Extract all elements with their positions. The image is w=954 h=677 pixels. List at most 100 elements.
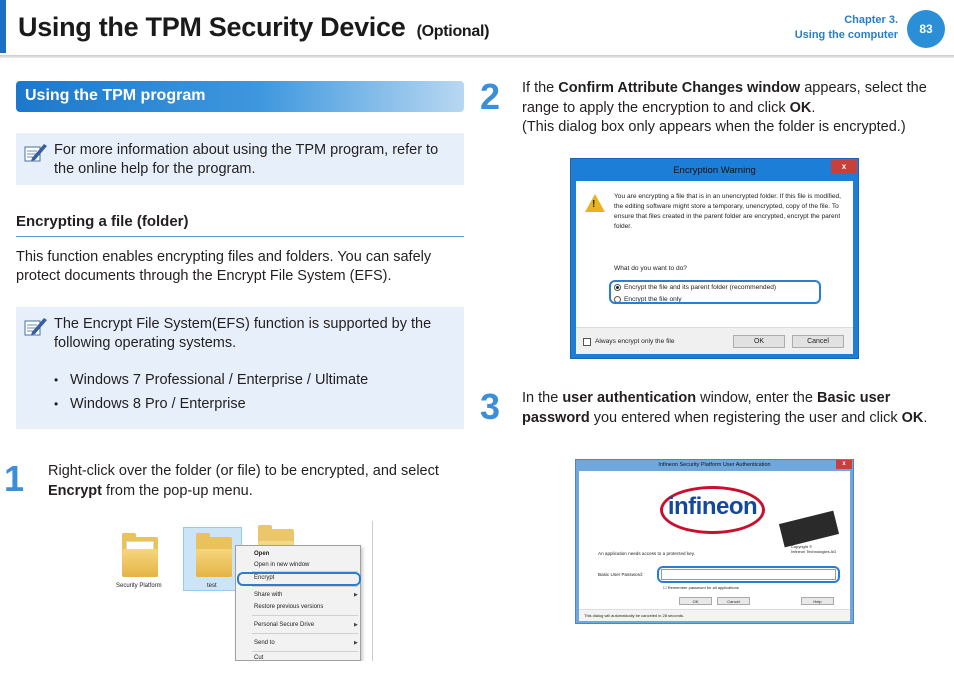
step2-note: (This dialog box only appears when the f… bbox=[522, 119, 906, 135]
copyright-text: Copyright © bbox=[791, 544, 813, 549]
menu-item-cut[interactable]: Cut bbox=[254, 655, 264, 661]
help-button[interactable]: Help bbox=[801, 597, 834, 605]
dialog-title: Encryption Warning bbox=[673, 165, 756, 176]
step1-text-a: Right-click over the folder (or file) to… bbox=[48, 463, 439, 479]
menu-item-open-new-window[interactable]: Open in new window bbox=[254, 562, 310, 568]
auth-dialog-footer: This dialog will automatically be cancel… bbox=[579, 609, 850, 621]
always-encrypt-label: Always encrypt only the file bbox=[595, 338, 675, 345]
warning-exclamation: ! bbox=[592, 199, 596, 210]
step-text-3: In the user authentication window, enter… bbox=[522, 389, 942, 428]
dialog-question: What do you want to do? bbox=[614, 265, 687, 272]
note-box-efs-support: The Encrypt File System(EFS) function is… bbox=[16, 307, 464, 429]
step3-text-b: window, enter the bbox=[696, 390, 817, 406]
radio-label-encrypt-file-only: Encrypt the file only bbox=[624, 296, 682, 303]
step2-text-a: If the bbox=[522, 80, 559, 96]
remember-password-checkbox[interactable]: ☐ Remember password for all applications bbox=[663, 585, 739, 590]
auth-message: An application needs access to a protect… bbox=[598, 551, 695, 556]
screenshot-context-menu: Security Platform test Open Open in new … bbox=[110, 521, 373, 661]
page-number-badge: 83 bbox=[907, 10, 945, 48]
chapter-label: Chapter 3. Using the computer bbox=[795, 13, 898, 43]
folder-icon bbox=[122, 533, 158, 577]
cancel-button[interactable]: Cancel bbox=[792, 335, 844, 348]
ok-button[interactable]: OK bbox=[733, 335, 785, 348]
subheading-encrypting-file: Encrypting a file (folder) bbox=[16, 213, 189, 230]
menu-separator bbox=[252, 571, 358, 572]
step-number-2: 2 bbox=[480, 76, 501, 117]
header-accent-bar bbox=[0, 0, 6, 53]
auth-dialog-body: infineon Copyright ©Infineon Technologie… bbox=[579, 471, 850, 621]
note-pen-icon bbox=[24, 144, 47, 162]
step2-bold-window: Confirm Attribute Changes window bbox=[558, 80, 801, 96]
close-icon[interactable]: x bbox=[831, 160, 857, 174]
company-name: Infineon Technologies AG bbox=[791, 549, 837, 554]
subheading-underline bbox=[16, 236, 464, 237]
step2-text-b: appears, select the range to apply the e… bbox=[522, 80, 927, 116]
menu-item-share-with[interactable]: Share with bbox=[254, 592, 283, 598]
menu-separator bbox=[252, 651, 358, 652]
step3-text-a: In the bbox=[522, 390, 563, 406]
folder-label-test: test bbox=[207, 583, 217, 589]
section-title-bar: Using the TPM program bbox=[16, 81, 464, 112]
copyright-block: Copyright ©Infineon Technologies AG bbox=[791, 544, 836, 554]
note-box-online-help: For more information about using the TPM… bbox=[16, 133, 464, 185]
os-list-item: Windows 8 Pro / Enterprise bbox=[54, 392, 368, 416]
cancel-button[interactable]: Cancel bbox=[717, 597, 750, 605]
dialog-footer: Always encrypt only the file OK Cancel bbox=[576, 327, 853, 354]
warning-icon bbox=[585, 194, 605, 212]
step-text-1: Right-click over the folder (or file) to… bbox=[48, 462, 464, 501]
password-input[interactable] bbox=[661, 569, 836, 580]
options-highlight-oval bbox=[609, 280, 821, 304]
menu-separator bbox=[252, 633, 358, 634]
menu-separator bbox=[252, 586, 358, 587]
password-label: Basic User Password: bbox=[598, 572, 643, 577]
step-number-1: 1 bbox=[4, 458, 25, 499]
note-pen-icon bbox=[24, 318, 47, 336]
step3-bold-user-auth: user authentication bbox=[562, 390, 697, 406]
page-title-text: Using the TPM Security Device bbox=[18, 12, 406, 42]
dialog-message: You are encrypting a file that is in an … bbox=[614, 193, 842, 230]
note-text-efs-support: The Encrypt File System(EFS) function is… bbox=[54, 316, 432, 351]
step-number-3: 3 bbox=[480, 386, 501, 427]
context-menu: Open Open in new window Encrypt Share wi… bbox=[235, 545, 361, 661]
submenu-arrow-icon: ▶ bbox=[354, 622, 358, 628]
menu-item-send-to[interactable]: Send to bbox=[254, 640, 275, 646]
radio-encrypt-folder[interactable] bbox=[614, 284, 621, 291]
dialog-body: ! You are encrypting a file that is in a… bbox=[576, 181, 853, 354]
radio-label-encrypt-folder: Encrypt the file and its parent folder (… bbox=[624, 284, 777, 291]
step1-bold-encrypt: Encrypt bbox=[48, 482, 102, 499]
screenshot-user-authentication: Infineon Security Platform User Authenti… bbox=[575, 459, 854, 624]
step-text-2: If the Confirm Attribute Changes window … bbox=[522, 79, 942, 138]
paragraph-efs-intro: This function enables encrypting files a… bbox=[16, 249, 432, 284]
close-icon[interactable]: x bbox=[836, 460, 852, 469]
ok-button[interactable]: OK bbox=[679, 597, 712, 605]
submenu-arrow-icon: ▶ bbox=[354, 592, 358, 598]
step3-text-c: you entered when registering the user an… bbox=[589, 409, 902, 426]
encrypt-highlight-oval bbox=[237, 572, 361, 586]
os-list-item: Windows 7 Professional / Enterprise / Ul… bbox=[54, 368, 368, 392]
step3-bold-ok: OK bbox=[901, 409, 924, 426]
infineon-logo-ring bbox=[660, 486, 765, 534]
always-encrypt-checkbox[interactable] bbox=[583, 338, 591, 346]
os-list: Windows 7 Professional / Enterprise / Ul… bbox=[54, 368, 368, 416]
step3-bold-password: Basic user password bbox=[522, 390, 891, 426]
note-text-online-help: For more information about using the TPM… bbox=[54, 142, 439, 177]
remember-password-label: Remember password for all applications bbox=[667, 585, 739, 590]
menu-separator bbox=[252, 615, 358, 616]
folder-icon bbox=[196, 533, 232, 577]
menu-item-open[interactable]: Open bbox=[254, 551, 270, 557]
menu-item-personal-secure-drive[interactable]: Personal Secure Drive bbox=[254, 622, 315, 628]
screenshot-encryption-warning: Encryption Warning x ! You are encryptin… bbox=[570, 158, 859, 359]
chapter-name: Using the computer bbox=[794, 29, 898, 41]
submenu-arrow-icon: ▶ bbox=[354, 640, 358, 646]
step3-text-d: . bbox=[923, 409, 928, 426]
auth-dialog-title: Infineon Security Platform User Authenti… bbox=[658, 462, 771, 468]
menu-item-encrypt[interactable]: Encrypt bbox=[254, 575, 275, 581]
password-highlight-oval bbox=[657, 566, 840, 583]
menu-item-restore-versions[interactable]: Restore previous versions bbox=[254, 604, 324, 610]
header-divider bbox=[0, 55, 954, 58]
step2-text-c: . bbox=[811, 99, 816, 116]
infineon-logo: infineon bbox=[667, 493, 758, 520]
folder-label-security-platform: Security Platform bbox=[116, 583, 162, 589]
chapter-number: Chapter 3. bbox=[844, 14, 898, 26]
step1-text-b: from the pop-up menu. bbox=[102, 482, 253, 499]
